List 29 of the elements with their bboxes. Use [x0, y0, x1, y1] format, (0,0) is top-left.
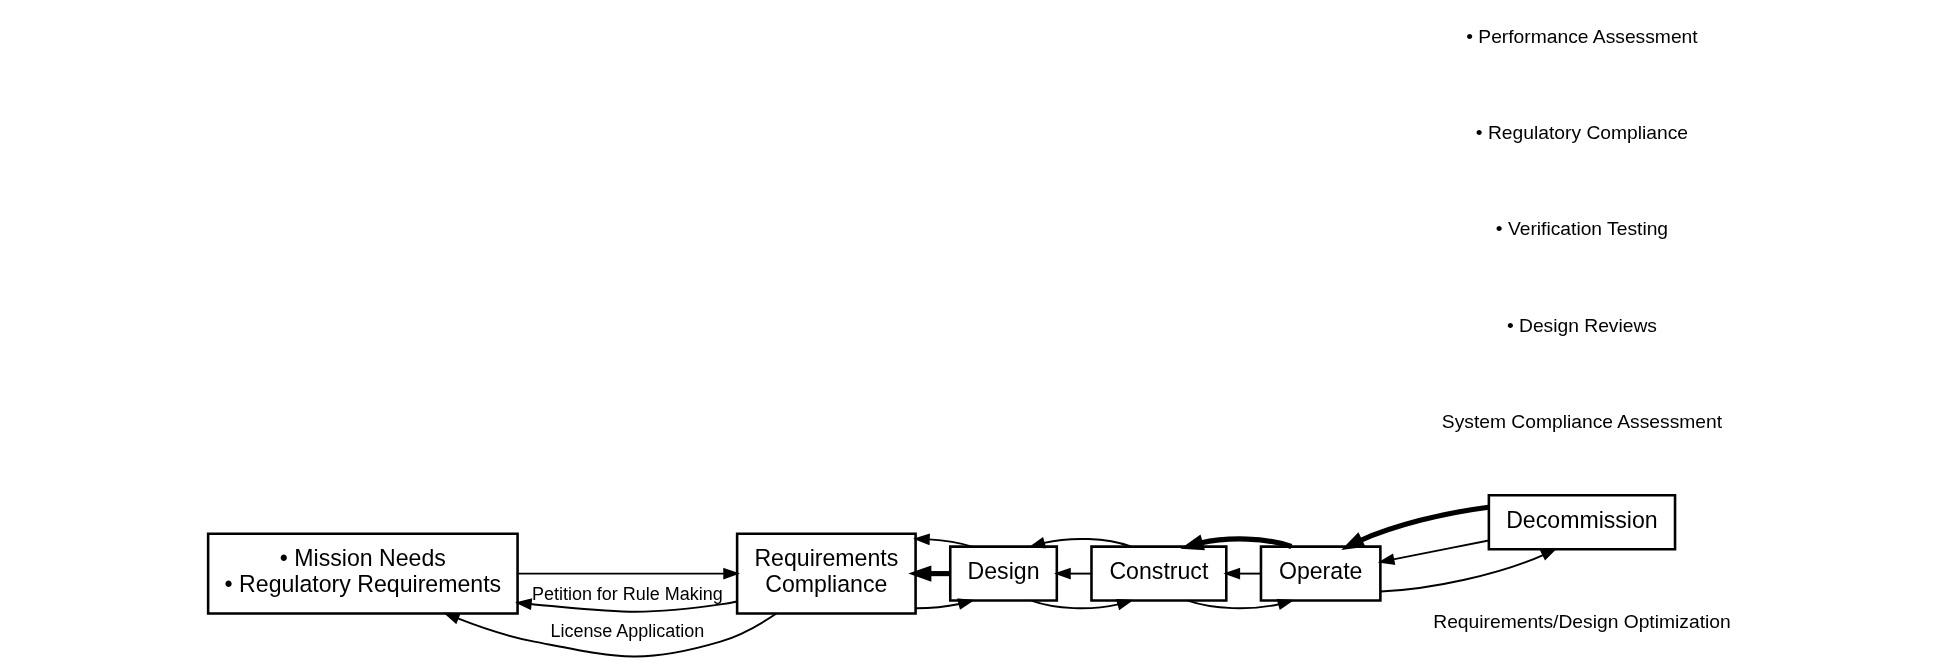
- arrow: [1341, 504, 1489, 550]
- arrow: [1028, 537, 1132, 549]
- arrow: [1223, 567, 1262, 580]
- arrow: [1186, 598, 1295, 611]
- arrow: [913, 533, 973, 548]
- node-box: Decommission: [1487, 494, 1677, 551]
- label: System Compliance Assessment: [1441, 410, 1723, 432]
- arrow: [516, 567, 740, 580]
- arrow: [915, 598, 975, 610]
- arrow: [1030, 598, 1134, 611]
- arrow: [515, 598, 738, 613]
- arrow: [908, 565, 951, 582]
- label: • Regulatory Compliance: [1475, 121, 1689, 143]
- label: • Performance Assessment: [1466, 25, 1698, 47]
- node-box: Operate: [1259, 545, 1382, 602]
- arrow: [1379, 547, 1558, 593]
- edge-label: License Application: [550, 620, 705, 641]
- node-box: • Mission Needs • Regulatory Requirements: [206, 532, 519, 615]
- arrow: [1054, 567, 1093, 580]
- node-box: Construct: [1090, 545, 1228, 602]
- edge-label: Petition for Rule Making: [531, 583, 723, 604]
- node-box: Requirements Compliance: [735, 532, 917, 615]
- node-box: Design: [948, 545, 1059, 602]
- arrow: [443, 612, 778, 658]
- label: • Design Reviews: [1506, 314, 1658, 336]
- arrow: [1377, 539, 1490, 565]
- label: Requirements/Design Optimization: [1433, 611, 1731, 633]
- arrow: [1180, 534, 1293, 551]
- label: • Verification Testing: [1495, 218, 1669, 240]
